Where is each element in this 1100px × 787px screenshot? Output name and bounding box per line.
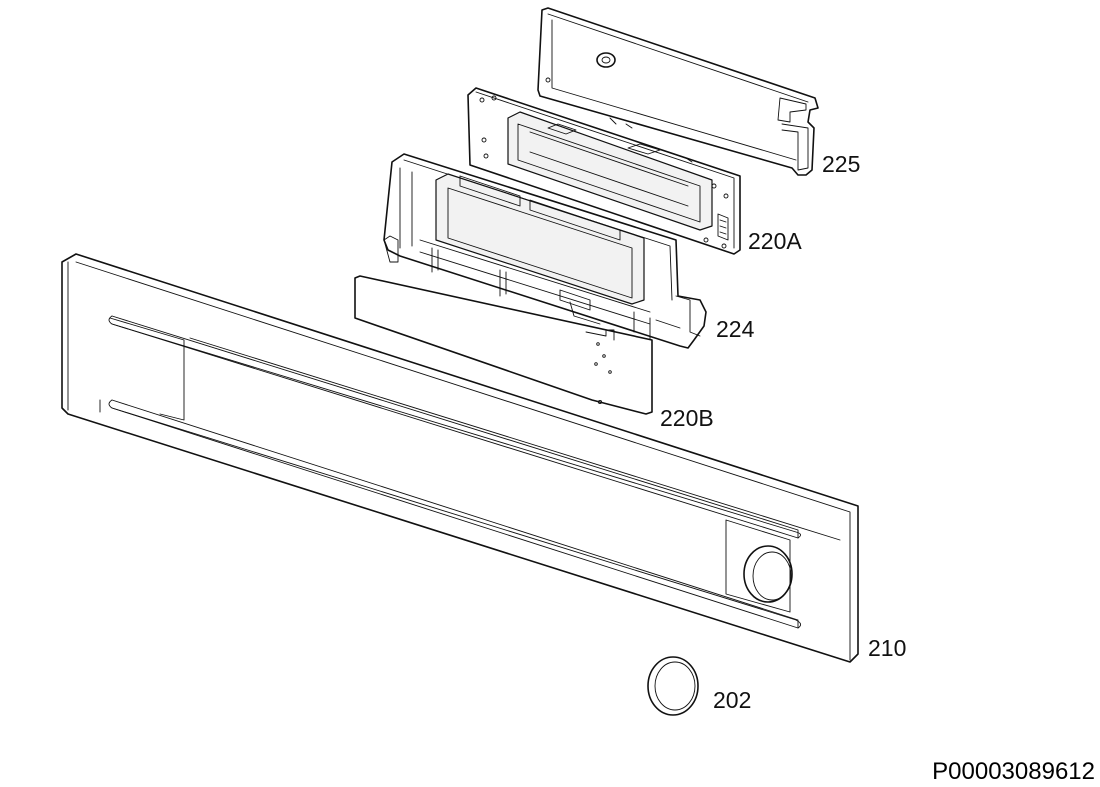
label-220B: 220B: [660, 405, 714, 431]
label-225: 225: [822, 151, 860, 177]
part-220B-foil: [354, 275, 653, 415]
label-224: 224: [716, 316, 755, 342]
part-210-panel: [61, 253, 859, 663]
label-220A: 220A: [748, 228, 802, 254]
part-224-frame: [383, 153, 707, 349]
document-id: P00003089612: [932, 758, 1095, 785]
label-202: 202: [713, 687, 751, 713]
part-202-ring: [647, 656, 699, 716]
part-220A-board: [467, 87, 741, 255]
label-210: 210: [868, 635, 906, 661]
part-225-cover: [537, 7, 819, 176]
